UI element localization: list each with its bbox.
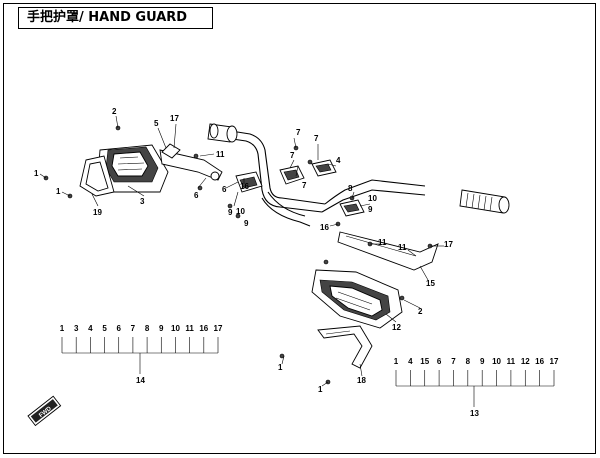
right-grip <box>459 189 510 214</box>
kit-item-16: 16 <box>199 324 208 333</box>
diagram-title: 手把护罩/ HAND GUARD <box>18 7 213 29</box>
right-hand-guard <box>311 269 403 329</box>
callout-9-b: 9 <box>244 219 249 228</box>
kit-item-10: 10 <box>492 357 501 366</box>
callout-7-a: 7 <box>296 128 301 137</box>
kit-item-17: 17 <box>550 357 559 366</box>
callout-10-left: 10 <box>236 207 245 216</box>
callout-5: 5 <box>154 119 159 128</box>
callout-15: 15 <box>426 279 435 288</box>
left-bracket <box>159 143 223 181</box>
kit-item-7: 7 <box>451 357 456 366</box>
kit-item-3: 3 <box>74 324 79 333</box>
callout-2-left: 2 <box>112 107 117 116</box>
right-clamp <box>339 199 365 217</box>
right-bracket <box>337 231 439 271</box>
left-grip <box>207 123 238 143</box>
kit-item-5: 5 <box>102 324 107 333</box>
callout-17-left: 17 <box>170 114 179 123</box>
callout-1-a: 1 <box>34 169 39 178</box>
callout-18: 18 <box>357 376 366 385</box>
kit-item-1: 1 <box>60 324 65 333</box>
kit-item-4: 4 <box>88 324 93 333</box>
kit-item-10: 10 <box>171 324 180 333</box>
kit-item-6: 6 <box>437 357 442 366</box>
leader-lines <box>39 115 444 387</box>
kit-item-11: 11 <box>507 357 516 366</box>
kit-left-lines <box>61 337 219 374</box>
callout-16-right: 16 <box>320 223 329 232</box>
callout-6-b: 6 <box>222 185 227 194</box>
kit-item-15: 15 <box>420 357 429 366</box>
left-clamp <box>235 171 263 193</box>
callout-10-right: 10 <box>368 194 377 203</box>
right-guard-frame <box>317 325 373 369</box>
kit-item-12: 12 <box>521 357 530 366</box>
callout-11-b: 11 <box>398 243 407 252</box>
callout-7-c: 7 <box>314 134 319 143</box>
kit-item-9: 9 <box>159 324 164 333</box>
kit-item-6: 6 <box>117 324 122 333</box>
callout-7-b: 7 <box>290 151 295 160</box>
fwd-badge: FWD <box>27 395 62 427</box>
handlebar <box>207 123 510 227</box>
callout-16-left: 16 <box>240 182 249 191</box>
callout-17-right: 17 <box>444 240 453 249</box>
callout-1-b: 1 <box>56 187 61 196</box>
callout-2-right: 2 <box>418 307 423 316</box>
callout-7-d: 7 <box>302 181 307 190</box>
callout-12: 12 <box>392 323 401 332</box>
kit-item-17: 17 <box>214 324 223 333</box>
callout-11-left: 11 <box>216 150 225 159</box>
callout-9-a: 9 <box>228 208 233 217</box>
center-clamp-left <box>279 165 305 185</box>
diagram-frame <box>3 3 596 454</box>
kit-item-7: 7 <box>131 324 136 333</box>
callout-3: 3 <box>140 197 145 206</box>
callout-8: 8 <box>348 184 353 193</box>
kit-right-lines <box>395 370 555 407</box>
kit-item-9: 9 <box>480 357 485 366</box>
kit-item-8: 8 <box>145 324 150 333</box>
kit-item-4: 4 <box>408 357 413 366</box>
callout-6-a: 6 <box>194 191 199 200</box>
left-guard-frame <box>79 155 115 197</box>
kit-item-8: 8 <box>466 357 471 366</box>
callout-1-d: 1 <box>318 385 323 394</box>
callouts: 2 5 17 11 1 1 3 19 6 6 16 9 10 9 7 7 7 4… <box>34 107 453 394</box>
kit-item-16: 16 <box>535 357 544 366</box>
kit-right-label: 13 <box>470 409 479 418</box>
callout-4: 4 <box>336 156 341 165</box>
callout-11-a: 11 <box>378 238 387 247</box>
kit-item-1: 1 <box>394 357 399 366</box>
callout-1-c: 1 <box>278 363 283 372</box>
callout-19: 19 <box>93 208 102 217</box>
callout-9-c: 9 <box>368 205 373 214</box>
kit-left-label: 14 <box>136 376 145 385</box>
center-clamp-right <box>311 159 337 177</box>
kit-item-11: 11 <box>185 324 194 333</box>
